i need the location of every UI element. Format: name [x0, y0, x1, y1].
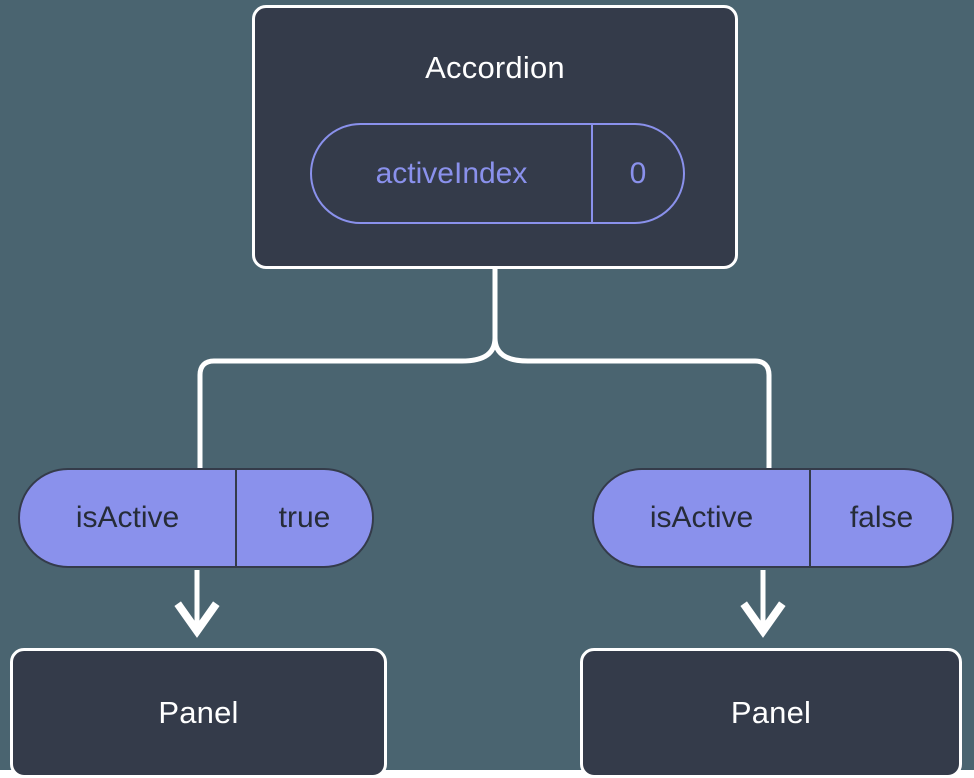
left-prop-pill[interactable]: isActive true — [18, 468, 374, 568]
accordion-node[interactable]: Accordion activeIndex 0 — [252, 5, 738, 269]
left-prop-value: true — [278, 501, 331, 534]
panel-left-node[interactable]: Panel — [10, 648, 387, 778]
accordion-state-value: 0 — [629, 156, 647, 190]
accordion-node-title: Accordion — [425, 50, 565, 85]
arrow-left-pill-to-panel — [174, 570, 220, 638]
edge-fork-left — [197, 337, 498, 468]
panel-right-node[interactable]: Panel — [580, 648, 962, 778]
right-prop-value: false — [849, 501, 914, 534]
panel-left-title: Panel — [158, 695, 239, 730]
left-prop-key: isActive — [20, 470, 237, 566]
right-prop-pill[interactable]: isActive false — [592, 468, 954, 568]
accordion-state-pill[interactable]: activeIndex 0 — [310, 123, 685, 224]
accordion-state-key: activeIndex — [312, 125, 593, 222]
edge-fork-right — [492, 337, 772, 468]
right-prop-key: isActive — [594, 470, 811, 566]
arrow-right-pill-to-panel — [740, 570, 786, 638]
panel-right-title: Panel — [730, 695, 812, 730]
